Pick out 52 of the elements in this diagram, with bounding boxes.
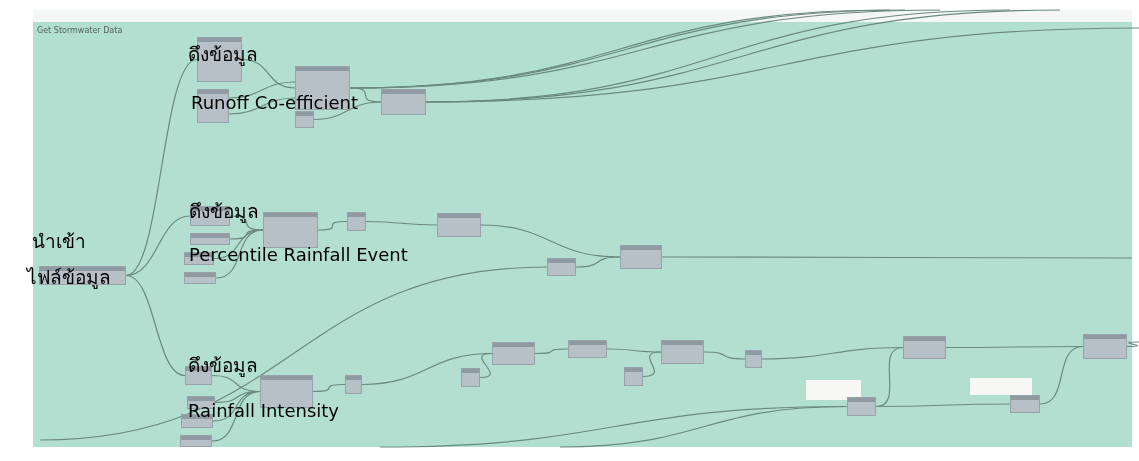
graph-node	[847, 397, 876, 416]
wire	[479, 352, 493, 379]
wire	[125, 58, 198, 277]
group-title: Get Stormwater Data	[37, 25, 123, 37]
wire	[213, 229, 264, 260]
wire	[425, 27, 1139, 103]
graph-node	[661, 340, 704, 364]
graph-node	[190, 233, 230, 245]
annotation-label: ดึงข้อมูล	[189, 200, 259, 224]
graph-node	[1083, 334, 1127, 359]
graph-node	[624, 367, 643, 386]
wire	[642, 351, 662, 378]
wire	[39, 266, 548, 441]
annotation-label: นำเข้า	[32, 230, 86, 254]
graph-node	[345, 375, 362, 394]
graph-node	[437, 213, 481, 237]
wire	[365, 220, 438, 226]
graph-node	[263, 212, 318, 248]
annotation-label: ไฟล์ข้อมูล	[27, 266, 111, 290]
annotation-label: Runoff Co-efficient	[191, 92, 358, 115]
graph-node	[461, 368, 480, 387]
graph-node	[295, 111, 314, 128]
wire	[703, 351, 746, 360]
wire	[228, 81, 296, 99]
wire	[317, 220, 348, 231]
annotation-label: ดึงข้อมูล	[188, 43, 258, 67]
wire	[661, 256, 1133, 259]
annotation-label: ดึงข้อมูล	[188, 354, 258, 378]
graph-node	[381, 89, 426, 115]
wire	[211, 390, 261, 442]
graph-node	[568, 340, 607, 358]
wire	[125, 274, 186, 377]
graph-node	[620, 245, 662, 269]
graph-node	[903, 336, 946, 359]
wire	[1039, 345, 1084, 405]
graph-node	[1010, 395, 1040, 413]
graph-node	[180, 435, 212, 447]
graph-node	[745, 350, 762, 368]
wire	[241, 58, 296, 89]
annotation-label: Rainfall Intensity	[188, 400, 339, 423]
wire	[875, 403, 1011, 408]
wire	[313, 101, 382, 121]
wire	[312, 383, 346, 393]
graph-node	[184, 272, 216, 284]
graph-node	[547, 258, 576, 276]
wire	[534, 348, 569, 355]
wire	[1126, 341, 1139, 348]
annotation-label: Percentile Rainfall Event	[189, 244, 408, 267]
graph-node	[492, 342, 535, 365]
graph-node	[347, 212, 366, 231]
wire	[228, 97, 296, 115]
wire	[575, 256, 621, 268]
